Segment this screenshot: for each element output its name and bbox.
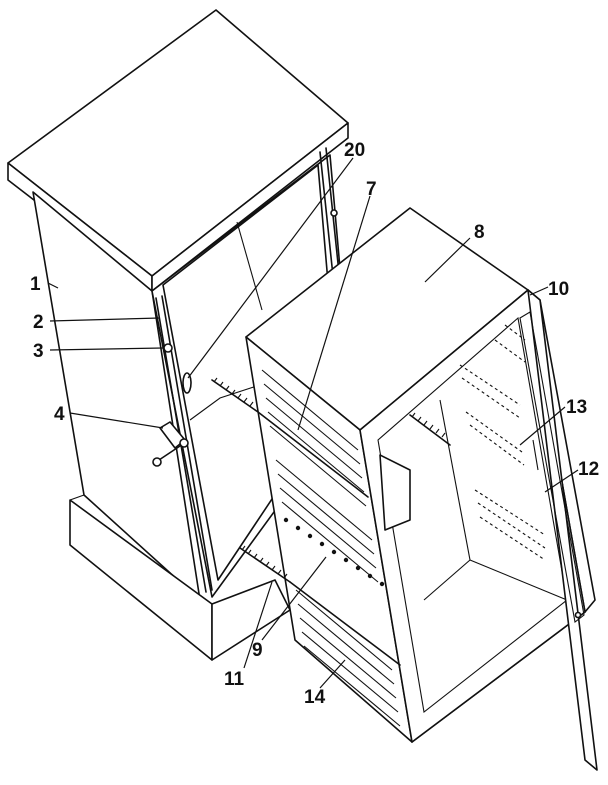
label-11: 11: [224, 669, 245, 690]
label-4: 4: [54, 404, 65, 425]
label-12: 12: [578, 459, 599, 480]
label-7: 7: [366, 179, 377, 200]
hinge-bolt: [164, 344, 172, 352]
label-14: 14: [304, 687, 326, 708]
label-9: 9: [252, 640, 263, 661]
label-1: 1: [30, 274, 41, 295]
label-3: 3: [33, 341, 44, 362]
label-10: 10: [548, 279, 569, 300]
label-2: 2: [33, 312, 44, 333]
label-20: 20: [344, 140, 365, 161]
label-8: 8: [474, 222, 485, 243]
label-13: 13: [566, 397, 587, 418]
